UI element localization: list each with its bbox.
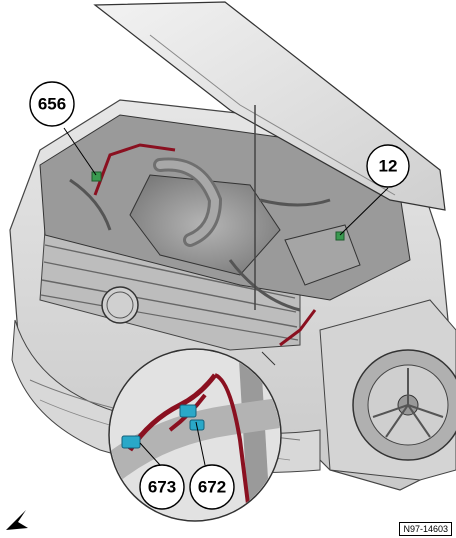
callout-673: 673: [139, 464, 185, 510]
figure-code: N97-14603: [399, 522, 452, 536]
front-grille: [39, 229, 301, 351]
callout-672: 672: [189, 464, 235, 510]
hood: [93, 1, 446, 310]
svg-text:656: 656: [38, 95, 66, 114]
svg-text:672: 672: [198, 478, 226, 497]
front-wheel: [319, 299, 456, 481]
engine-bay: [39, 114, 411, 347]
callout-12: 12: [366, 144, 410, 188]
svg-text:673: 673: [148, 478, 176, 497]
brand-badge: [101, 286, 139, 324]
callout-leaders: [63, 127, 389, 466]
svg-text:12: 12: [379, 157, 398, 176]
view-direction-arrow-icon: [6, 510, 28, 530]
callout-656: 656: [29, 81, 75, 127]
